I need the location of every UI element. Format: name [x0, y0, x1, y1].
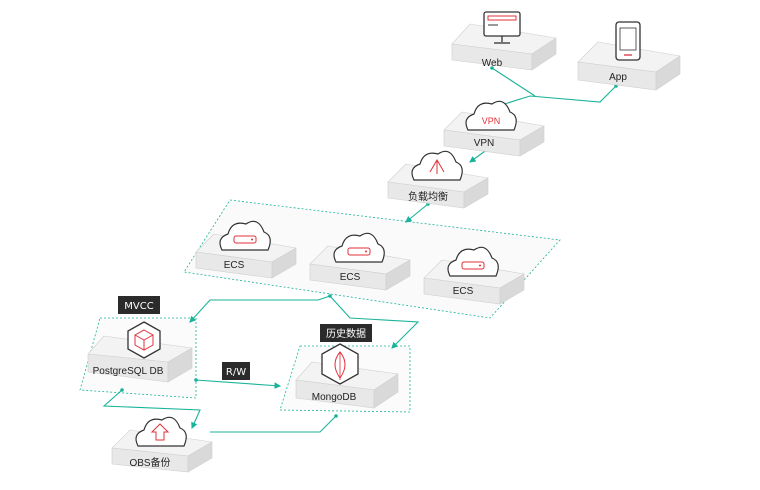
connector-lb-ecs — [405, 203, 429, 223]
node-obs-backup[interactable]: OBS备份 — [111, 416, 213, 473]
node-mongo-label: MongoDB — [312, 392, 357, 403]
tag-mvcc: MVCC — [118, 296, 160, 314]
monitor-icon — [483, 11, 521, 44]
connector-postgres-mongo — [195, 379, 282, 389]
node-web[interactable]: Web — [451, 11, 557, 71]
node-postgres-label: PostgreSQL DB — [93, 366, 164, 377]
node-vpn-label: VPN — [474, 138, 495, 149]
node-ecs-2[interactable]: ECS — [309, 232, 411, 291]
vpn-icon-text: VPN — [482, 116, 501, 126]
node-load-balancer[interactable]: 负载均衡 — [387, 150, 489, 209]
server-cloud-icon — [219, 220, 271, 251]
load-balancer-cloud-icon — [411, 150, 463, 181]
node-ecs-2-label: ECS — [340, 272, 361, 283]
tablet-icon — [615, 21, 641, 61]
node-postgresql[interactable]: PostgreSQL DB — [87, 321, 193, 383]
upload-cloud-icon — [135, 416, 187, 447]
node-mongodb[interactable]: MongoDB — [295, 343, 399, 409]
leaf-icon — [321, 343, 359, 385]
node-ecs-3-label: ECS — [453, 286, 474, 297]
tag-history-text: 历史数据 — [326, 327, 366, 340]
node-web-label: Web — [482, 58, 503, 69]
node-obs-label: OBS备份 — [129, 456, 170, 469]
server-cloud-icon — [447, 246, 499, 277]
connector-ecs-postgres — [189, 295, 331, 323]
tag-rw: R/W — [222, 362, 250, 380]
connector-web-vpn — [491, 67, 536, 97]
node-ecs-3[interactable]: ECS — [423, 246, 525, 305]
tag-rw-text: R/W — [226, 367, 246, 378]
tag-mvcc-text: MVCC — [124, 301, 153, 312]
hexagon-db-icon — [127, 321, 161, 359]
connector-app-vpn — [497, 85, 617, 107]
connector-mongo-obs — [210, 415, 337, 433]
node-app-label: App — [609, 72, 627, 83]
connector-postgres-obs — [102, 389, 201, 430]
node-vpn[interactable]: VPN VPN — [443, 100, 545, 157]
node-ecs-1[interactable]: ECS — [195, 220, 297, 279]
server-cloud-icon — [333, 232, 385, 263]
tag-history-data: 历史数据 — [320, 324, 372, 342]
connector-ecs-mongo — [329, 295, 420, 349]
vpn-cloud-icon: VPN — [465, 100, 517, 131]
node-ecs-1-label: ECS — [224, 260, 245, 271]
connectors — [102, 67, 617, 433]
node-lb-label: 负载均衡 — [408, 190, 448, 203]
node-app[interactable]: App — [577, 21, 681, 91]
